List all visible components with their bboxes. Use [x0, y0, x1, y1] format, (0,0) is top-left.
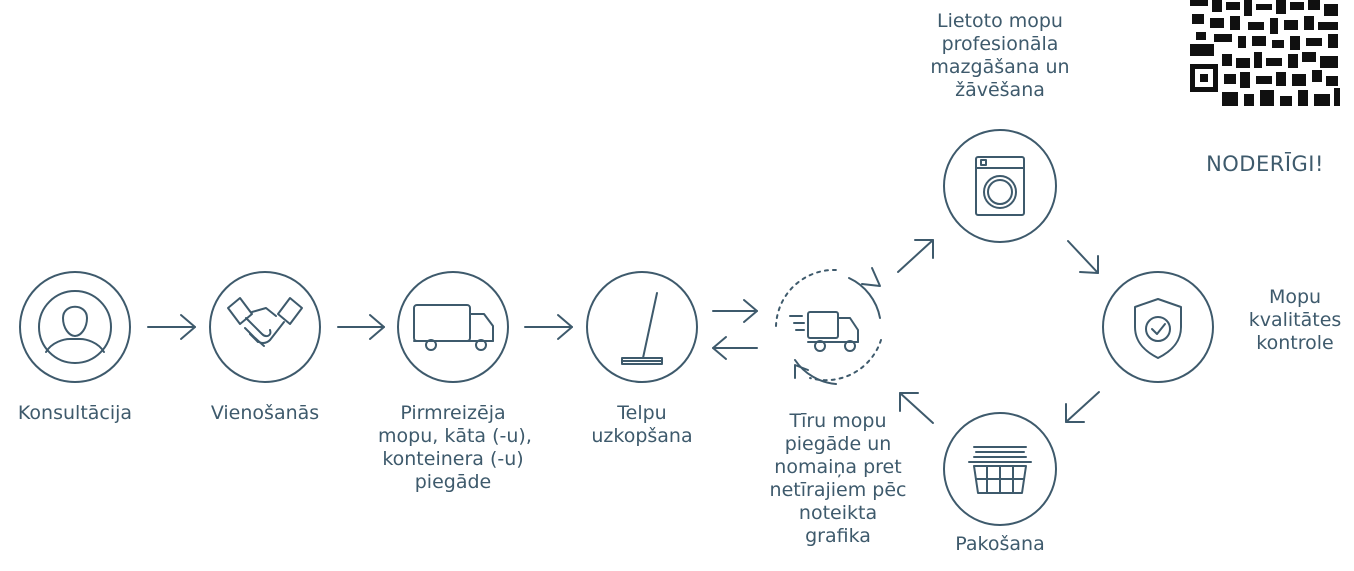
- packing-label: Pakošana: [955, 533, 1045, 555]
- quality-label: Mopu kvalitātes kontrole: [1248, 286, 1342, 354]
- qr-code-icon: [1190, 0, 1340, 106]
- arrow-1: [147, 314, 196, 340]
- washing-label: Lietoto mopu profesionāla mazgāšana un ž…: [930, 10, 1070, 101]
- arrow-to-exchange: [712, 299, 758, 323]
- shield-check-icon: [1134, 298, 1182, 359]
- exchange-label: Tīru mopu piegāde un nomaiņa pret netīra…: [769, 410, 907, 547]
- arrow-to-cleaning: [712, 336, 758, 360]
- washing-circle: [943, 129, 1057, 243]
- packing-circle: [943, 412, 1057, 526]
- agreement-circle: [209, 271, 321, 383]
- first-delivery-label: Pirmreizēja mopu, kāta (-u), konteinera …: [378, 402, 532, 493]
- arrow-to-quality: [1067, 240, 1099, 274]
- first-delivery-circle: [397, 271, 509, 383]
- consultation-label: Konsultācija: [17, 402, 133, 424]
- laundry-basket-icon: [968, 446, 1032, 494]
- quality-circle: [1102, 271, 1214, 383]
- washing-machine-icon: [975, 156, 1025, 216]
- cleaning-circle: [586, 271, 698, 383]
- mop-icon: [621, 292, 663, 365]
- arrow-to-exchange-from-packing: [899, 392, 934, 424]
- arrow-2: [337, 314, 385, 340]
- arrow-3: [524, 314, 573, 340]
- cleaning-label: Telpu uzkopšana: [591, 402, 693, 447]
- person-icon: [38, 290, 112, 364]
- truck-icon: [413, 304, 494, 351]
- agreement-label: Vienošanās: [210, 402, 320, 424]
- delivery-cycle-icon: [775, 267, 882, 385]
- arrow-to-washing: [897, 239, 934, 273]
- handshake-icon: [227, 297, 303, 347]
- qr-caption: NODERĪGI!: [1206, 152, 1324, 176]
- arrow-to-packing: [1065, 391, 1100, 423]
- consultation-circle: [19, 271, 131, 383]
